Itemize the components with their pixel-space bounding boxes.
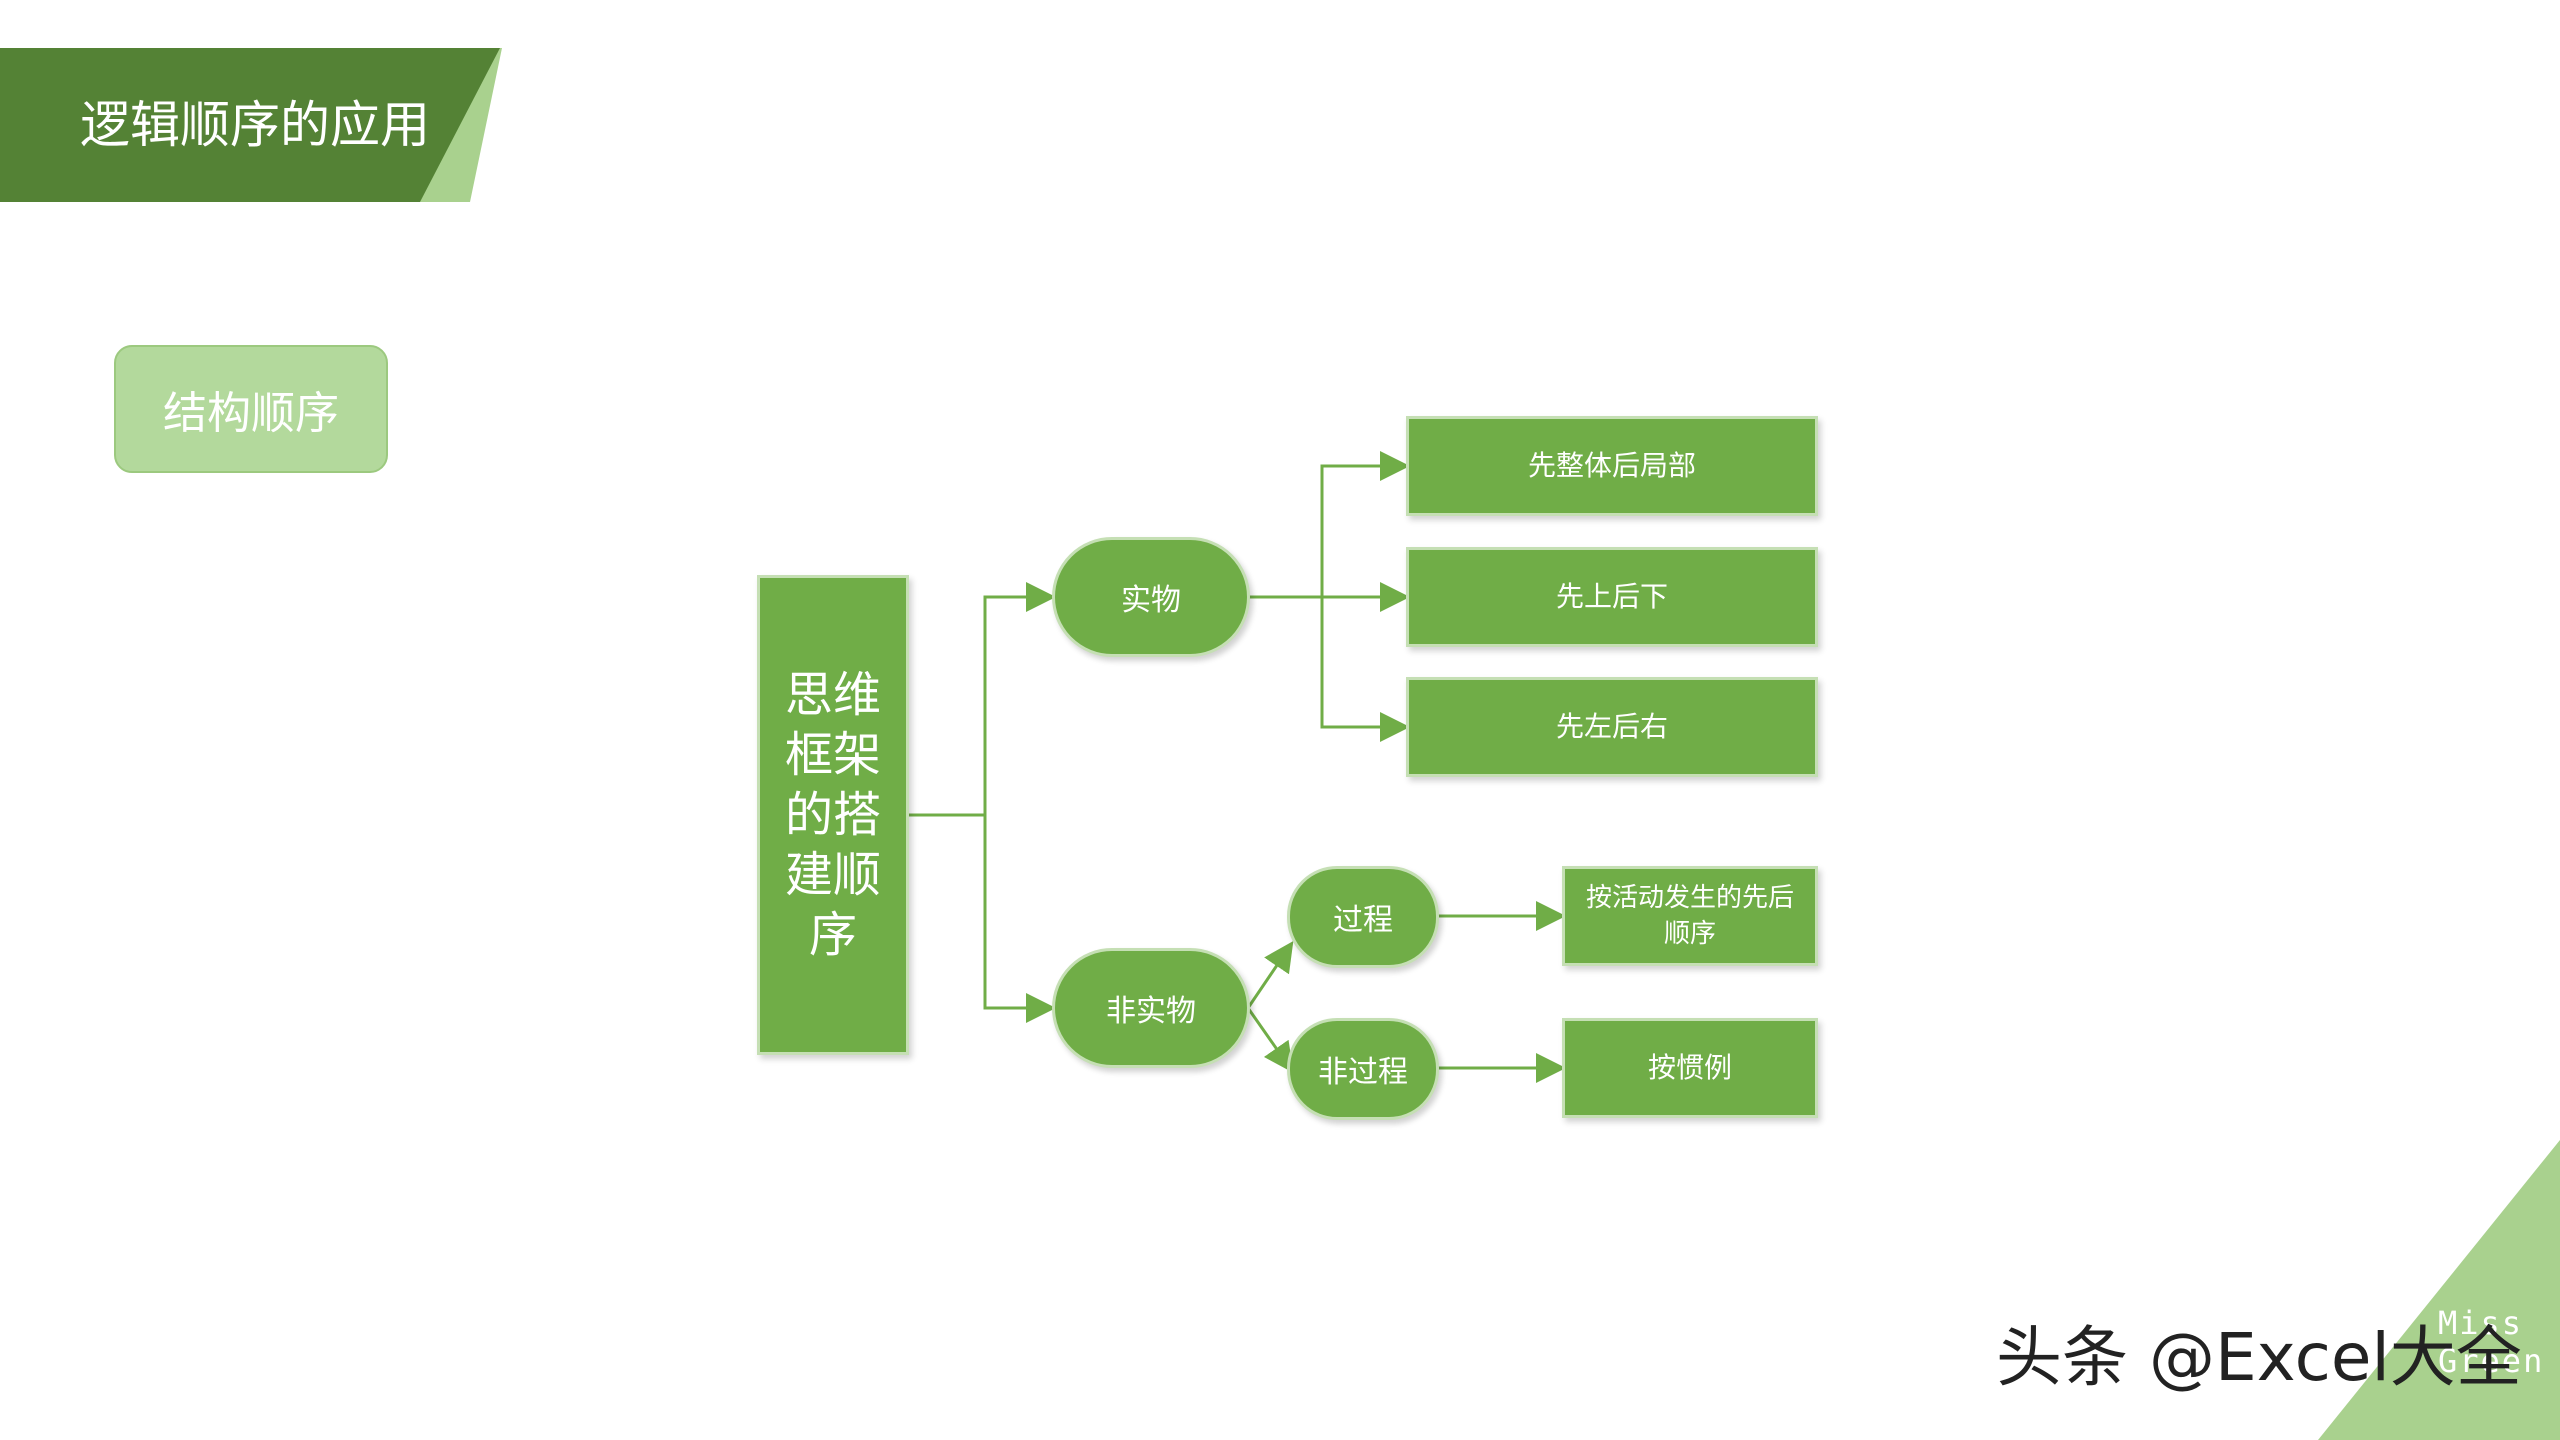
leaf-left-then-right: 先左后右	[1406, 677, 1818, 777]
watermark: 头条 @Excel大全	[1996, 1319, 2522, 1396]
leaf-whole-then-part: 先整体后局部	[1406, 416, 1818, 516]
leaf-top-then-bottom: 先上后下	[1406, 547, 1818, 647]
connector-physical-child3	[1320, 597, 1410, 742]
root-node: 思维框架的搭建顺序	[757, 575, 909, 1055]
connector-root-nonphysical	[983, 815, 1056, 1023]
leaf-by-convention: 按惯例	[1562, 1018, 1818, 1118]
header-bar	[0, 48, 500, 202]
section-tag: 结构顺序	[114, 345, 388, 473]
sub-nonprocess: 非过程	[1287, 1018, 1439, 1120]
connector-physical-child1	[1248, 451, 1410, 599]
sub-process: 过程	[1287, 866, 1439, 968]
connector-root-physical	[909, 582, 1056, 817]
root-node-label: 思维框架的搭建顺序	[784, 667, 881, 963]
page-title: 逻辑顺序的应用	[80, 96, 430, 154]
connector-nonphysical-process	[1246, 941, 1294, 1009]
corner-label: Miss Green	[2438, 1304, 2545, 1380]
connector-nonphysical-nonprocess	[1246, 1007, 1294, 1073]
branch-physical: 实物	[1052, 537, 1250, 657]
leaf-activity-order: 按活动发生的先后顺序	[1562, 866, 1818, 966]
header-banner	[0, 48, 502, 202]
branch-nonphysical: 非实物	[1052, 948, 1250, 1068]
